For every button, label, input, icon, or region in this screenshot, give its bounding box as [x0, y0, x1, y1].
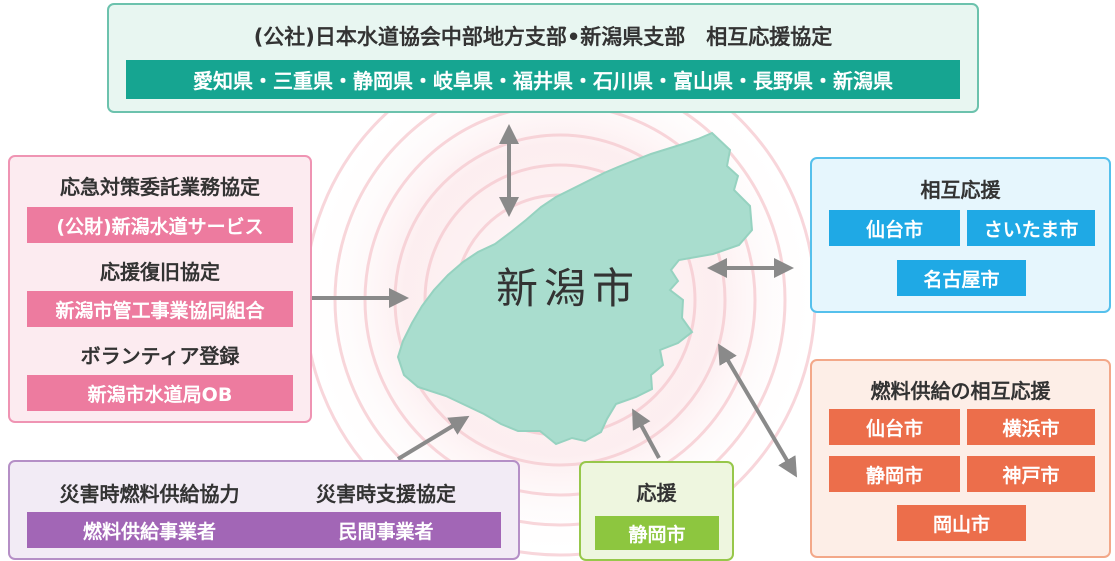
fuel-suppliers-tag: 燃料供給事業者 — [27, 512, 272, 548]
restoration-agreement-heading: 応援復旧協定 — [100, 260, 220, 284]
connection-arrows — [312, 124, 798, 478]
disaster-support-heading: 災害時支援協定 — [316, 482, 456, 506]
arrow-bottom-left — [396, 415, 470, 461]
niigata-city-label: 新潟市 — [496, 264, 641, 313]
jwwa-mutual-aid-box: (公社)日本水道協会中部地方支部•新潟県支部 相互応援協定 愛知県・三重県・静岡… — [107, 3, 979, 113]
city-tag-sendai: 仙台市 — [829, 210, 960, 246]
arrow-right-bottom — [717, 343, 798, 478]
mutual-aid-title: 相互応援 — [920, 178, 1001, 202]
member-prefectures-tag: 愛知県・三重県・静岡県・岐阜県・福井県・石川県・富山県・長野県・新潟県 — [126, 60, 960, 99]
fuel-supply-aid-box: 燃料供給の相互応援 仙台市 横浜市 静岡市 神戸市 岡山市 — [810, 359, 1111, 558]
fuel-city-tag-sendai: 仙台市 — [829, 409, 960, 445]
emergency-contract-heading: 応急対策委託業務協定 — [60, 175, 260, 199]
pipe-work-cooperative-tag: 新潟市管工事業協同組合 — [27, 291, 293, 327]
fuel-supply-aid-title: 燃料供給の相互応援 — [870, 379, 1051, 403]
fuel-city-tag-yokohama: 横浜市 — [967, 409, 1095, 445]
private-businesses-tag: 民間事業者 — [271, 512, 501, 548]
niigata-city-map — [396, 131, 754, 446]
volunteer-registration-heading: ボランティア登録 — [80, 344, 240, 368]
support-box: 応援 静岡市 — [579, 461, 734, 561]
waterworks-ob-tag: 新潟市水道局OB — [27, 375, 293, 411]
fuel-city-tag-shizuoka: 静岡市 — [829, 456, 960, 492]
disaster-cooperation-box: 災害時燃料供給協力 燃料供給事業者 災害時支援協定 民間事業者 — [8, 460, 520, 560]
city-tag-nagoya: 名古屋市 — [897, 260, 1026, 296]
support-title: 応援 — [636, 481, 677, 505]
arrow-bottom-center — [632, 408, 661, 459]
fuel-supply-cooperation-heading: 災害時燃料供給協力 — [59, 482, 240, 506]
jwwa-agreement-title: (公社)日本水道協会中部地方支部•新潟県支部 相互応援協定 — [253, 25, 833, 49]
support-city-tag-shizuoka: 静岡市 — [595, 516, 719, 550]
fuel-city-tag-okayama: 岡山市 — [897, 505, 1026, 541]
city-tag-saitama: さいたま市 — [967, 210, 1095, 246]
fuel-city-tag-kobe: 神戸市 — [967, 456, 1095, 492]
local-agreements-box: 応急対策委託業務協定 (公財)新潟水道サービス 応援復旧協定 新潟市管工事業協同… — [8, 155, 312, 423]
mutual-aid-box: 相互応援 仙台市 さいたま市 名古屋市 — [810, 157, 1111, 313]
water-service-foundation-tag: (公財)新潟水道サービス — [27, 207, 293, 243]
